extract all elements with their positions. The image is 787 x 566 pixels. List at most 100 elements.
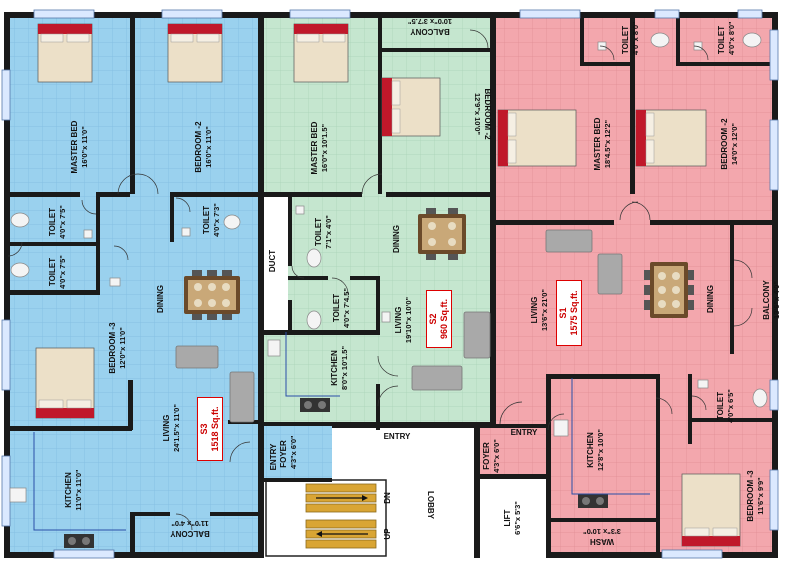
bath-fixtures (9, 32, 768, 503)
room-name: BEDROOM -2 (194, 121, 203, 173)
dining-table (644, 262, 694, 318)
duct-area (262, 194, 288, 334)
room-name: TOILET (621, 25, 630, 55)
room-name: TOILET (48, 207, 57, 237)
room-name: TOILET (314, 217, 323, 247)
room-dimension: 4'0"x 7'4.5" (342, 288, 351, 328)
beds (35, 23, 741, 547)
room-name: KITCHEN (330, 350, 339, 386)
room-dimension: 11'6"x 9'9" (756, 477, 765, 515)
room-name: BALCONY (762, 280, 771, 320)
stair-tread (305, 539, 377, 549)
room-dimension: 4'0"x 7'3" (212, 203, 221, 237)
unit-area: 960 Sq.ft. (439, 299, 449, 340)
room-name: LOBBY (426, 491, 435, 519)
bed (35, 347, 95, 419)
room-name: ENTRY (383, 432, 411, 441)
sofas (175, 229, 623, 423)
room-name: DINING (392, 225, 401, 253)
stair-arrow-up-head (316, 531, 322, 537)
s1-foyer-floor (478, 426, 494, 478)
stair-arrow-down-head (362, 495, 368, 501)
room-name: LIVING (394, 306, 403, 334)
room-name: DINING (706, 285, 715, 313)
room-name: FOYER (482, 442, 491, 470)
stair-label-dn: DN (383, 490, 393, 506)
stair-tread (305, 483, 377, 493)
room-name: MASTER BED (70, 120, 79, 174)
room-name: MASTER BED (310, 121, 319, 175)
room-dimension: 16'0"x 11'0" (204, 126, 213, 168)
room-dimension: 11'0"x 11'0" (74, 469, 83, 511)
room-dimension: 3'3"x 10'0" (583, 527, 621, 536)
room-name: TOILET (716, 391, 725, 421)
room-name: LIVING (530, 296, 539, 324)
room-name: BEDROOM -2 (720, 118, 729, 170)
dining-table (184, 270, 240, 320)
bed (635, 109, 707, 167)
stair-label-up: UP (383, 526, 393, 542)
room-dimension: 19'10"x 10'0" (404, 296, 413, 344)
room-label-s1-entry: ENTRY (506, 428, 542, 438)
bed (381, 77, 441, 137)
room-label-s1-dining: DINING (706, 274, 716, 324)
room-dimension: 12'8"x 10'0" (596, 429, 605, 471)
room-name: MASTER BED (593, 117, 602, 171)
room-label-s3-entry: ENTRY (269, 439, 279, 475)
room-name: ENTRY (510, 428, 538, 437)
lift-floor (478, 478, 548, 554)
room-dimension: 10'0"x 3'7.5" (407, 17, 453, 26)
room-name: LIVING (162, 414, 171, 442)
room-dimension: 4'0"x 7'5" (58, 255, 67, 289)
unit-area: 1575 Sq.ft. (569, 290, 579, 336)
room-dimension: 11'0"x 4'0" (171, 519, 209, 528)
room-name: DINING (156, 285, 165, 313)
room-dimension: 13'6"x 21'0" (540, 289, 549, 331)
room-dimension: 4'3"x 6'0" (289, 435, 298, 469)
room-dimension: 4'0"x 7'5" (58, 205, 67, 239)
room-name: DUCT (268, 249, 277, 273)
windows (1, 9, 779, 559)
unit-name: S2 (428, 313, 438, 325)
room-dimension: 4'0"x 8'0" (727, 21, 736, 55)
dining-table (418, 208, 466, 260)
cooktops (64, 398, 608, 548)
room-dimension: 7'1"x 4'0" (324, 215, 333, 249)
stair-tread (305, 519, 377, 529)
room-dimension: 16'0"x 11'0" (80, 126, 89, 168)
room-name: DN (383, 492, 392, 504)
room-label-lobby: LOBBY (425, 485, 435, 525)
s3-foyer-floor (262, 426, 332, 482)
unit-name: S1 (558, 307, 568, 319)
stair-tread (305, 503, 377, 513)
walls (4, 12, 778, 558)
room-name: LIFT (503, 509, 512, 527)
kitchen-counters (33, 332, 650, 531)
room-name: BEDROOM -3 (746, 470, 755, 522)
